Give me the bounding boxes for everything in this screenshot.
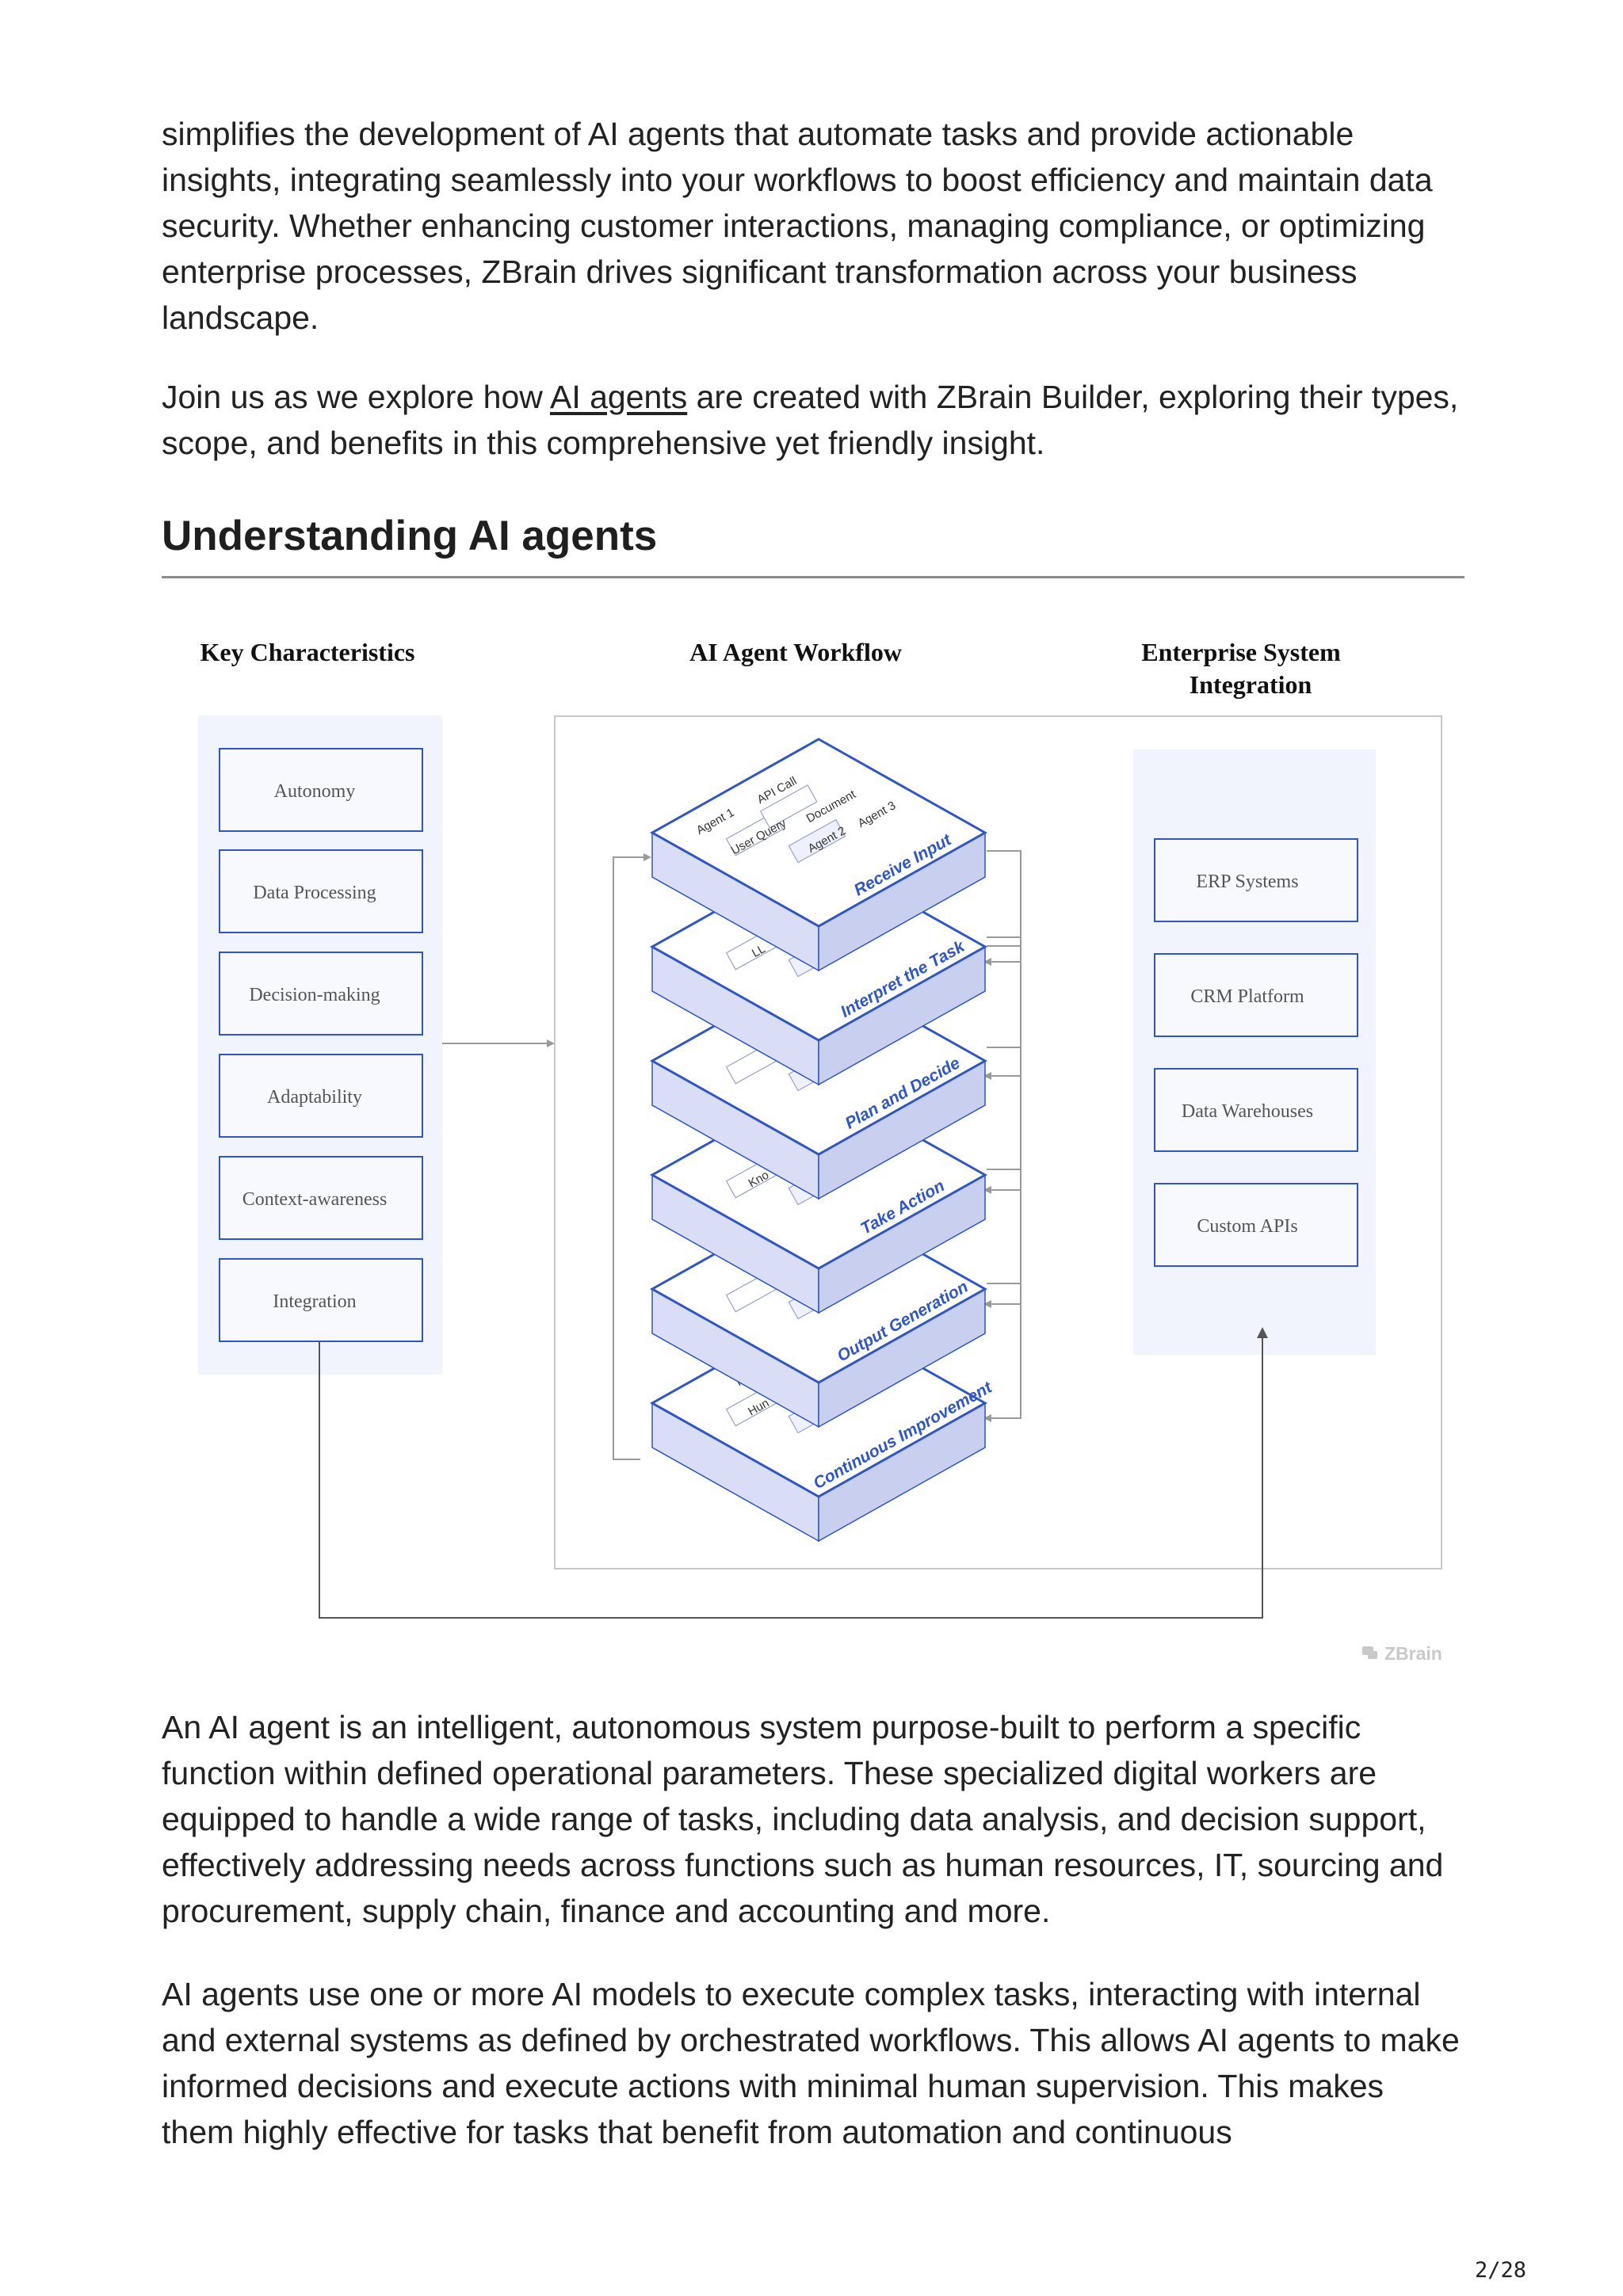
characteristic-integration: Integration xyxy=(219,1258,423,1342)
characteristic-box xyxy=(219,1156,423,1240)
integration-erp-systems: ERP Systems xyxy=(1154,838,1358,922)
key-characteristics-title: Key Characteristics xyxy=(200,638,414,666)
integration-label: Data Warehouses xyxy=(1182,1101,1313,1122)
page-number: 2/28 xyxy=(1474,2258,1526,2283)
layer-connector-arrow xyxy=(983,1283,1022,1422)
characteristic-label: Context-awareness xyxy=(242,1189,388,1210)
integration-box xyxy=(1154,1068,1358,1152)
characteristic-box xyxy=(219,952,423,1035)
ai-agents-link[interactable]: AI agents xyxy=(550,379,688,415)
layer-connector-arrow xyxy=(983,1169,1022,1308)
layer-connector-arrow xyxy=(983,850,1022,966)
paragraph-2-lead-text: Join us as we explore how xyxy=(162,379,550,415)
characteristic-label: Adaptability xyxy=(267,1087,362,1108)
layer-card xyxy=(788,818,846,864)
characteristic-box xyxy=(219,1258,423,1342)
integration-title-line-1: Enterprise System xyxy=(1141,638,1341,666)
feedback-loop-arrow xyxy=(613,853,651,1460)
characteristic-label: Data Processing xyxy=(253,883,376,903)
layer-connector-arrow xyxy=(987,945,1022,970)
integration-label: ERP Systems xyxy=(1196,871,1298,892)
characteristic-box xyxy=(219,1054,423,1138)
integration-box xyxy=(1154,953,1358,1037)
characteristic-autonomy: Autonomy xyxy=(219,748,423,832)
section-heading: Understanding AI agents xyxy=(162,513,658,559)
integration-custom-apis: Custom APIs xyxy=(1154,1183,1358,1267)
integration-connector-arrow xyxy=(319,1327,1268,1619)
paragraph-2-tail-text: are created with ZBrain Builder, explori… xyxy=(162,379,1459,461)
characteristic-adaptability: Adaptability xyxy=(219,1054,423,1138)
body-paragraph-2: AI agents use one or more AI models to e… xyxy=(162,1976,1460,2150)
workflow-title: AI Agent Workflow xyxy=(689,638,902,666)
characteristic-box xyxy=(219,849,423,933)
layer-connector-arrow xyxy=(983,1047,1022,1194)
intro-paragraph-1: simplifies the development of AI agents … xyxy=(162,116,1433,336)
integration-data-warehouses: Data Warehouses xyxy=(1154,1068,1358,1152)
integration-label: Custom APIs xyxy=(1197,1216,1297,1237)
integration-box xyxy=(1154,838,1358,922)
layer-card xyxy=(759,784,818,829)
characteristic-context-awareness: Context-awareness xyxy=(219,1156,423,1240)
characteristic-data-processing: Data Processing xyxy=(219,849,423,933)
layer-item-label: LL xyxy=(750,942,768,960)
workflow-frame xyxy=(554,715,1442,1569)
integration-label: CRM Platform xyxy=(1190,986,1304,1007)
heading-divider xyxy=(162,576,1465,578)
integration-box xyxy=(1154,1183,1358,1267)
body-paragraph-1: An AI agent is an intelligent, autonomou… xyxy=(162,1709,1444,1929)
characteristic-label: Integration xyxy=(273,1291,356,1312)
zbrain-watermark: ZBrain xyxy=(1362,1643,1442,1664)
characteristic-decision-making: Decision-making xyxy=(219,952,423,1035)
watermark-text: ZBrain xyxy=(1384,1643,1442,1664)
integration-crm-platform: CRM Platform xyxy=(1154,953,1358,1037)
characteristic-box xyxy=(219,748,423,832)
characteristic-label: Autonomy xyxy=(274,781,356,802)
characteristic-label: Decision-making xyxy=(249,985,380,1005)
integration-title-line-2: Integration xyxy=(1190,670,1312,699)
layer-connector-arrow xyxy=(983,936,1022,1080)
intro-paragraph-2: Join us as we explore how AI agents are … xyxy=(162,374,1461,466)
